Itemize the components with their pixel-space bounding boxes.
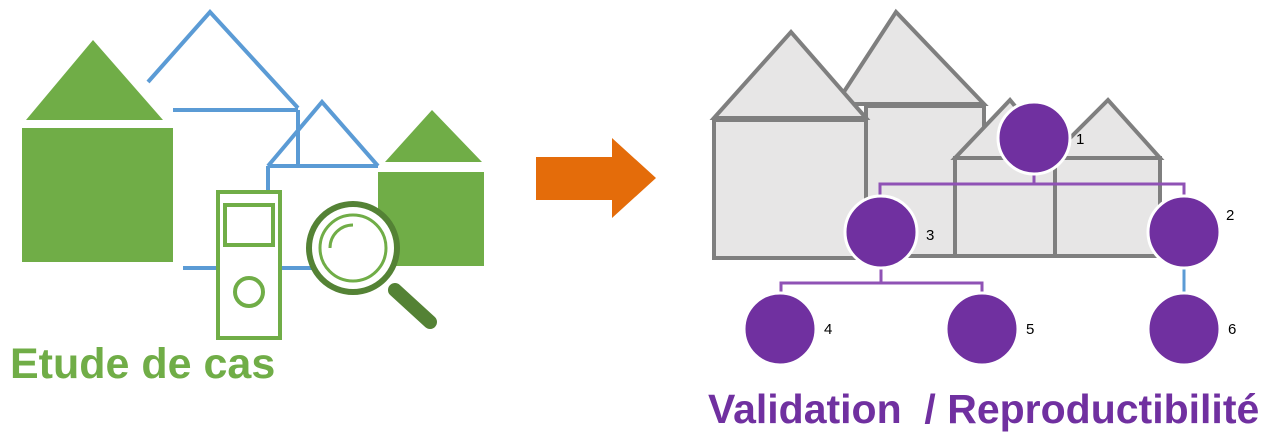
case-study-illustration [22, 9, 484, 340]
tree-node-6 [1146, 291, 1222, 367]
tree-node-4 [742, 291, 818, 367]
tree-node-6-label: 6 [1228, 321, 1236, 338]
tree-node-4-label: 4 [824, 321, 832, 338]
tree-node-2-label: 2 [1226, 207, 1234, 224]
magnifier-icon [306, 201, 437, 329]
validation-caption: Validation / Reproductibilité [708, 386, 1260, 432]
tree-node-3 [843, 194, 919, 270]
tree-node-2 [1146, 194, 1222, 270]
gray-house-front-icon [709, 28, 871, 260]
measurement-device-icon [216, 190, 282, 340]
case-study-caption: Etude de cas [10, 340, 276, 388]
tree-node-labels: 1 2 3 4 5 6 [824, 131, 1236, 338]
green-house-icon [22, 40, 173, 262]
gray-houses-illustration [709, 8, 1165, 260]
tree-node-1-label: 1 [1076, 131, 1084, 148]
tree-node-5 [944, 291, 1020, 367]
outline-house-small-icon [183, 98, 380, 270]
tree-node-5-label: 5 [1026, 321, 1034, 338]
tree-node-1 [996, 100, 1072, 176]
tree-nodes [742, 100, 1222, 367]
outline-house-large-icon [146, 9, 300, 112]
tree-node-3-label: 3 [926, 227, 934, 244]
connector-3-children [779, 281, 984, 300]
arrow-right-icon [536, 138, 656, 218]
connector-1-children [878, 182, 1186, 202]
